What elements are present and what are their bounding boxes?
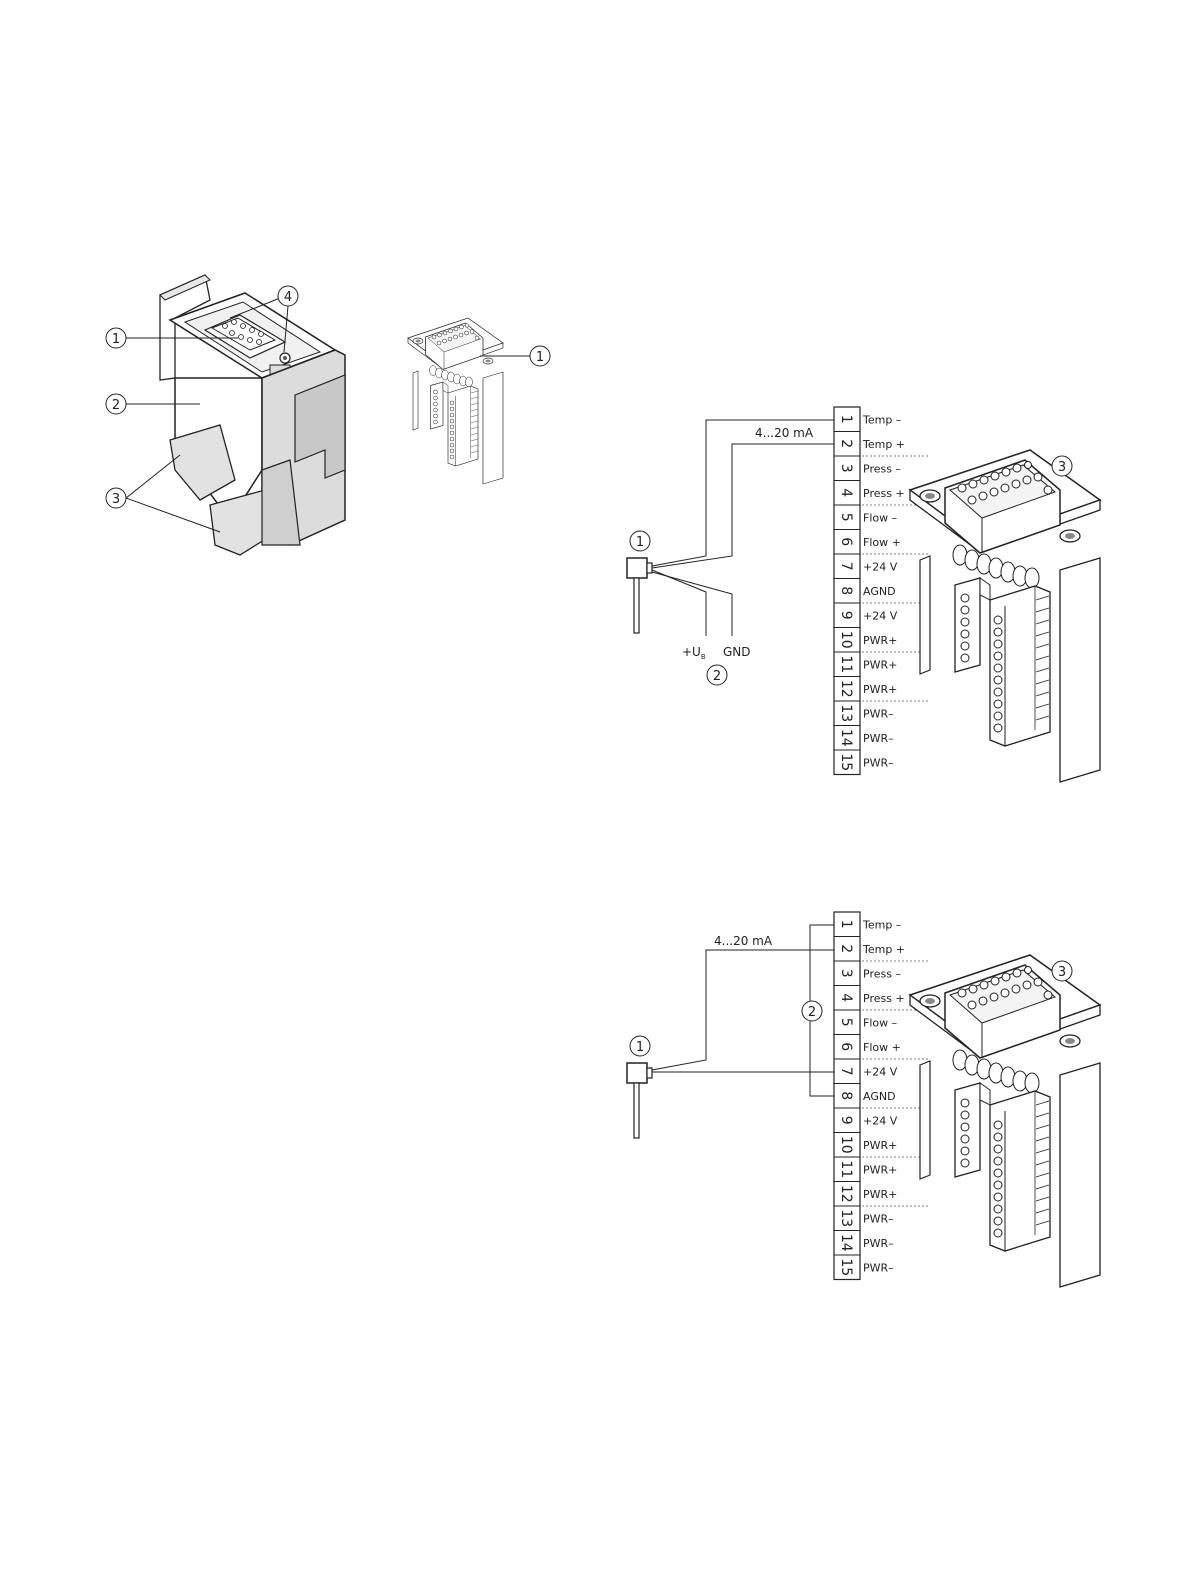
strip-a-terminal-number: 5 — [838, 513, 854, 522]
strip-b-terminal-number: 7 — [838, 1067, 854, 1076]
callout-bridge-b: 2 — [808, 1005, 816, 1020]
strip-b-terminal-number: 14 — [838, 1234, 854, 1252]
strip-b-terminal-label: PWR+ — [863, 1188, 897, 1201]
callout-sensor-a: 1 — [636, 535, 644, 550]
strip-b-terminal-number: 3 — [838, 969, 854, 978]
wiring-diagram-b: 1 Temp – 2 Temp + 3 Press – 4 Press + 5 Flow – 6 Fl… — [626, 911, 1101, 1288]
strip-b-terminal-number: 5 — [838, 1018, 854, 1027]
strip-a-terminal-number: 6 — [838, 537, 854, 546]
housing-callouts: 1 2 3 4 — [105, 285, 299, 533]
strip-b-terminal-label: Temp – — [862, 918, 901, 931]
callout-3: 3 — [112, 492, 120, 507]
current-label-a: 4...20 mA — [755, 426, 814, 440]
strip-a-terminal-label: PWR+ — [863, 658, 897, 671]
strip-a-terminal-label: Flow – — [863, 511, 897, 524]
strip-b-terminal-number: 12 — [838, 1185, 854, 1203]
sensor-b — [626, 1062, 653, 1139]
strip-a-terminal-label: PWR+ — [863, 634, 897, 647]
strip-a-terminal-number: 8 — [838, 586, 854, 595]
callout-connector-a: 3 — [1058, 460, 1066, 475]
strip-b-terminal-number: 4 — [838, 993, 854, 1002]
supply-label: +UB — [682, 645, 706, 661]
strip-a-terminal-label: +24 V — [863, 560, 898, 573]
strip-a-terminal-label: PWR+ — [863, 683, 897, 696]
callout-4: 4 — [284, 290, 292, 305]
strip-a-terminal-number: 13 — [838, 704, 854, 722]
strip-b-terminal-label: +24 V — [863, 1065, 898, 1078]
strip-a-terminal-label: PWR– — [863, 756, 894, 769]
strip-b-terminal-label: PWR+ — [863, 1163, 897, 1176]
strip-b-terminal-label: +24 V — [863, 1114, 898, 1127]
supply-subscript: B — [701, 653, 706, 661]
strip-b-terminal-number: 15 — [838, 1258, 854, 1276]
strip-b-terminal-number: 9 — [838, 1116, 854, 1125]
strip-b-terminal-label: PWR+ — [863, 1139, 897, 1152]
wiring-diagram-a: 1 Temp – 2 Temp + 3 Press – 4 Press + 5 Flow – 6 Fl… — [626, 406, 1101, 783]
callout-right-1: 1 — [536, 350, 544, 365]
terminal-strip-a: 1 Temp – 2 Temp + 3 Press – 4 Press + 5 Flow – 6 Fl… — [833, 406, 930, 776]
strip-b-terminal-number: 10 — [838, 1136, 854, 1154]
strip-a-terminal-number: 4 — [838, 488, 854, 497]
strip-a-terminal-label: Press – — [863, 462, 901, 475]
terminal-strip-b: 1 Temp – 2 Temp + 3 Press – 4 Press + 5 Flow – 6 Fl… — [833, 911, 930, 1281]
callout-2: 2 — [112, 398, 120, 413]
strip-a-terminal-number: 3 — [838, 464, 854, 473]
strip-b-terminal-number: 11 — [838, 1160, 854, 1178]
strip-a-terminal-label: Press + — [863, 487, 905, 500]
housing-illustration — [159, 274, 346, 556]
strip-a-terminal-number: 11 — [838, 655, 854, 673]
callout-connector-b: 3 — [1058, 965, 1066, 980]
strip-a-terminal-label: AGND — [863, 585, 896, 598]
strip-a-terminal-label: +24 V — [863, 609, 898, 622]
strip-b-terminal-label: Flow + — [863, 1041, 901, 1054]
strip-b-terminal-number: 2 — [838, 944, 854, 953]
current-label-b: 4...20 mA — [714, 934, 773, 948]
strip-a-terminal-number: 14 — [838, 729, 854, 747]
strip-a-terminal-number: 10 — [838, 631, 854, 649]
dsub-connector-b — [909, 954, 1101, 1288]
small-dsub-callout: 1 — [480, 345, 551, 367]
strip-b-terminal-label: Flow – — [863, 1016, 897, 1029]
strip-a-terminal-number: 2 — [838, 439, 854, 448]
strip-b-terminal-label: Temp + — [862, 943, 905, 956]
strip-b-terminal-number: 6 — [838, 1042, 854, 1051]
callout-1: 1 — [112, 332, 120, 347]
strip-b-terminal-label: PWR– — [863, 1237, 894, 1250]
gnd-label: GND — [723, 645, 751, 659]
strip-b-terminal-number: 1 — [838, 920, 854, 929]
strip-b-terminal-label: PWR– — [863, 1261, 894, 1274]
strip-a-terminal-label: Temp – — [862, 413, 901, 426]
small-dsub-connector — [407, 317, 504, 485]
strip-a-terminal-number: 7 — [838, 562, 854, 571]
strip-a-terminal-number: 1 — [838, 415, 854, 424]
strip-b-terminal-label: Press – — [863, 967, 901, 980]
strip-b-terminal-label: Press + — [863, 992, 905, 1005]
strip-b-terminal-label: PWR– — [863, 1212, 894, 1225]
dsub-connector-a — [909, 449, 1101, 783]
strip-a-terminal-number: 12 — [838, 680, 854, 698]
strip-b-terminal-number: 8 — [838, 1091, 854, 1100]
callout-sensor-b: 1 — [636, 1040, 644, 1055]
strip-b-terminal-label: AGND — [863, 1090, 896, 1103]
strip-a-terminal-number: 15 — [838, 753, 854, 771]
strip-a-terminal-label: Temp + — [862, 438, 905, 451]
strip-a-terminal-number: 9 — [838, 611, 854, 620]
strip-b-terminal-number: 13 — [838, 1209, 854, 1227]
callout-supply-a: 2 — [713, 669, 721, 684]
strip-a-terminal-label: PWR– — [863, 732, 894, 745]
sensor-a — [626, 557, 653, 634]
strip-a-terminal-label: PWR– — [863, 707, 894, 720]
strip-a-terminal-label: Flow + — [863, 536, 901, 549]
